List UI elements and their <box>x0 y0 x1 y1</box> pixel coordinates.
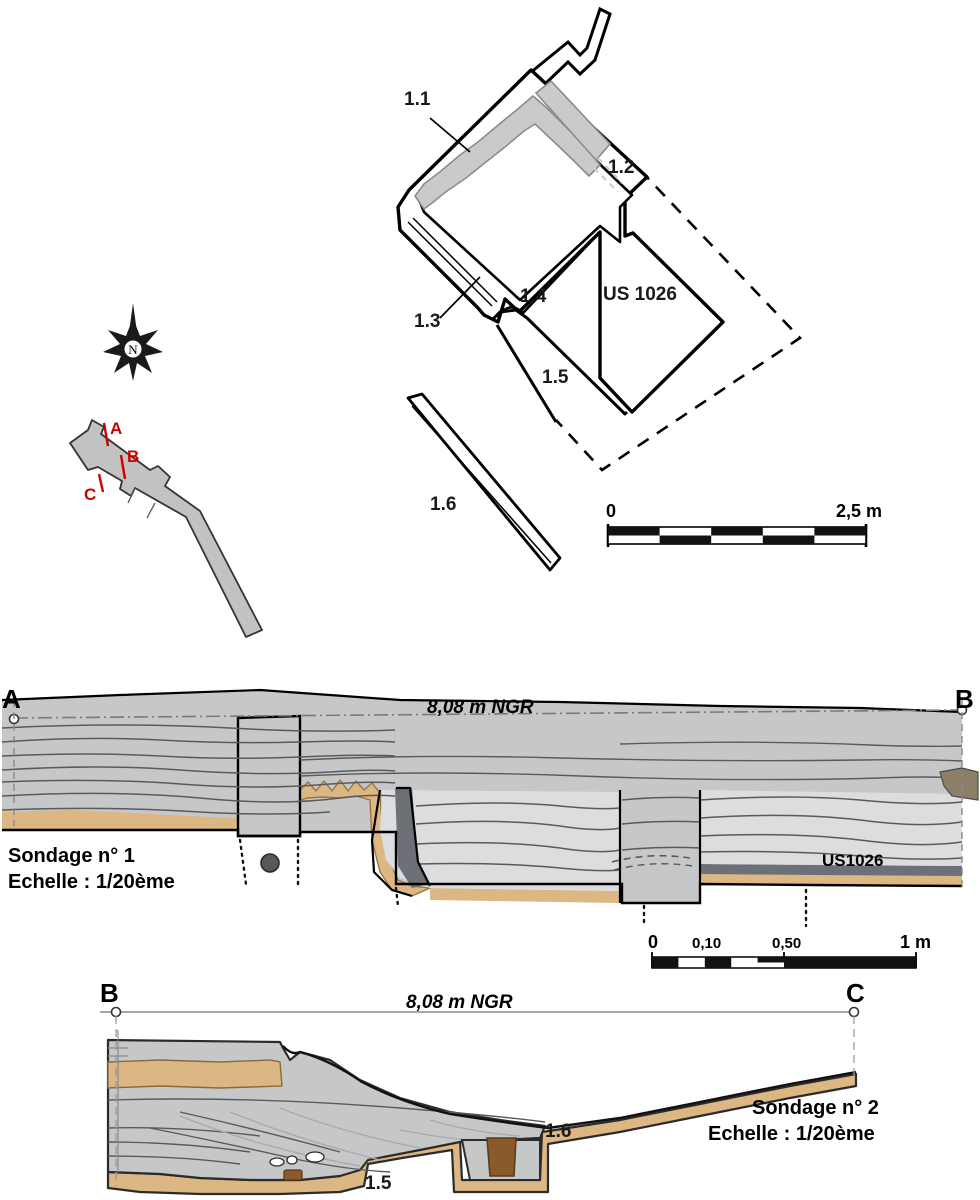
section-bc: B C 8,08 m NGR 1.5 1.6 Sondage n° 2 Eche… <box>100 978 879 1196</box>
section-scalebar: 0 0,10 0,50 1 m <box>648 932 931 969</box>
section1-datum-line <box>13 709 963 719</box>
section1-feature-outlines <box>370 786 702 903</box>
key-plan-label-a: A <box>110 419 122 438</box>
feature-1-1-wall-fill <box>414 95 601 210</box>
tick-A <box>102 422 110 447</box>
section2-datum-left-node <box>110 1006 122 1018</box>
section-scalebar-bar <box>651 952 917 969</box>
section1-pit-edge-dark <box>395 788 430 888</box>
section1-sand-right2 <box>700 874 962 886</box>
compass-rose: N <box>103 303 163 381</box>
section2-datum-label: 8,08 m NGR <box>406 992 513 1013</box>
section1-sand-far-right <box>700 864 962 876</box>
section1-marker-b: B <box>955 684 974 714</box>
feature-1-5-room-edge <box>495 324 558 423</box>
section2-top-surface <box>282 1045 857 1130</box>
feature-1-1-continuation <box>593 157 623 193</box>
feature-1-3-wall <box>407 217 498 307</box>
plan-label-us-1026: US 1026 <box>603 284 677 305</box>
compass-north-label: N <box>128 342 138 357</box>
section-scalebar-tick-1m: 1 m <box>900 932 931 952</box>
section1-mid-block <box>622 790 700 903</box>
section1-strata-right <box>415 796 963 872</box>
plan-label-1-3: 1.3 <box>414 311 440 332</box>
plan-view: 1.1 1.2 1.3 1.4 1.5 1.6 US 1026 <box>396 6 803 572</box>
section2-label-1-5: 1.5 <box>365 1173 392 1194</box>
plan-scalebar-start: 0 <box>606 501 616 521</box>
section1-pier-column <box>236 714 302 838</box>
feature-1-6-inner-line <box>411 405 552 564</box>
key-plan-label-b: B <box>127 447 139 466</box>
plan-scalebar-end: 2,5 m <box>836 501 882 521</box>
section2-marker-c: C <box>846 978 865 1008</box>
feature-1-4-connector <box>495 231 601 318</box>
section-scalebar-tick-0: 0 <box>648 932 658 952</box>
section-scalebar-tick-050: 0,50 <box>772 935 801 952</box>
section1-dashed-interface <box>611 854 691 863</box>
plan-label-1-6: 1.6 <box>430 494 456 515</box>
section1-stone-inclusion <box>939 767 979 801</box>
section1-dotted-droplines <box>238 838 808 928</box>
section1-sand-right <box>430 888 620 903</box>
plan-label-1-5: 1.5 <box>542 367 569 388</box>
plan-label-1-4: 1.4 <box>520 286 547 307</box>
section1-outline <box>1 688 963 714</box>
key-plan-segment-lines <box>127 487 156 519</box>
section2-left-face-lines <box>108 1030 128 1172</box>
plan-label-1-1: 1.1 <box>404 89 431 110</box>
leader-1-1 <box>429 117 471 153</box>
tick-B <box>119 454 127 480</box>
feature-1-6-wall <box>406 392 562 572</box>
section2-upper-tan-band <box>107 1059 283 1089</box>
plan-label-1-2: 1.2 <box>608 157 634 178</box>
section2-posthole-1-6 <box>460 1137 541 1181</box>
key-plan-shape <box>69 419 263 638</box>
section1-pit-fill-light <box>380 790 620 891</box>
section1-caption-line2: Echelle : 1/20ème <box>8 871 175 893</box>
section2-marker-b: B <box>100 978 119 1008</box>
section1-marker-a: A <box>2 684 21 714</box>
section2-caption-line1: Sondage n° 2 <box>752 1097 879 1119</box>
compass-center <box>123 339 143 359</box>
section1-strata-left <box>2 724 396 815</box>
section-scalebar-tick-010: 0,10 <box>692 935 721 952</box>
section1-right-light <box>700 790 962 866</box>
section1-datum-label: 8,08 m NGR <box>427 697 534 718</box>
section1-strata-upper <box>299 741 963 781</box>
section-ab: A B 8,08 m NGR Sondage n° 1 Echelle : 1/… <box>1 684 979 928</box>
section1-unit-label: US1026 <box>822 851 883 870</box>
key-plan-label-c: C <box>84 485 96 504</box>
section1-caption-line1: Sondage n° 1 <box>8 845 135 867</box>
section1-dashed-interface2 <box>613 863 693 871</box>
section1-point-marker <box>260 853 280 873</box>
tick-C <box>97 473 105 493</box>
feature-1-1-wall-fill-ne <box>534 79 612 162</box>
plan-scalebar: 0 2,5 m <box>606 501 882 547</box>
section2-label-1-6: 1.6 <box>545 1121 571 1142</box>
key-plan-section-ticks <box>97 422 127 493</box>
plan-leader-lines <box>429 117 481 319</box>
section2-datum-right-node <box>848 1006 860 1018</box>
section1-sand-left <box>2 810 238 830</box>
section2-caption-line2: Echelle : 1/20ème <box>708 1123 875 1145</box>
key-plan: A B C <box>69 419 263 638</box>
section2-inclusions <box>269 1151 325 1181</box>
wall-stub-north <box>527 6 612 86</box>
leader-1-3 <box>439 276 481 319</box>
plan-scalebar-bar <box>607 526 867 545</box>
